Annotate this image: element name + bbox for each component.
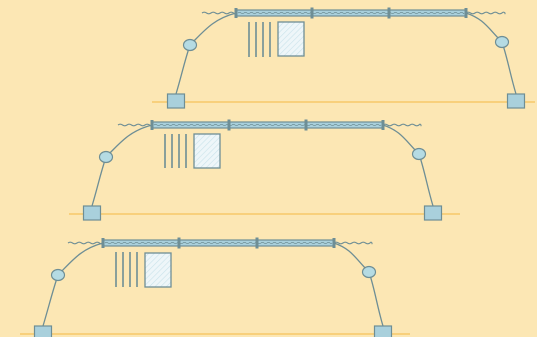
mooring-cable-left [42, 242, 104, 327]
float-buoy-right [411, 147, 427, 161]
water-surface-wave-right [333, 241, 373, 245]
anchor-block-left [33, 325, 53, 337]
float-buoy-left [98, 150, 114, 164]
tube-end-cap [150, 120, 154, 130]
stage-1 [152, 7, 535, 109]
mooring-cable-right [382, 124, 434, 207]
float-buoy-left [182, 38, 198, 52]
tube-end-cap [381, 120, 385, 130]
tube-joint [304, 119, 308, 131]
screen-panel [193, 133, 221, 169]
anchor-block-right [423, 205, 443, 221]
screen-panel [144, 252, 172, 288]
water-surface-wave-right [382, 123, 422, 127]
water-surface-wave-left [67, 241, 104, 245]
water-surface-wave-left [201, 11, 237, 15]
anchor-block-left [166, 93, 186, 109]
tube-joint [310, 7, 314, 19]
stage-3 [20, 237, 410, 337]
tube-joint [227, 119, 231, 131]
water-surface-wave-left [117, 123, 153, 127]
anchor-block-left [82, 205, 102, 221]
mooring-cable-left [91, 124, 153, 207]
anchor-block-right [373, 325, 393, 337]
tube-texture [237, 12, 465, 14]
tube-joint [255, 237, 259, 249]
float-buoy-left [50, 268, 66, 282]
water-surface-wave-right [465, 11, 506, 15]
tube-joint [177, 237, 181, 249]
float-buoy-right [361, 265, 377, 279]
anchor-block-right [506, 93, 526, 109]
mooring-cable-right [333, 242, 384, 327]
mooring-cable-left [175, 12, 237, 95]
tube-texture [153, 124, 382, 126]
mooring-cable-right [465, 12, 517, 95]
tube-end-cap [234, 8, 238, 18]
screen-panel [277, 21, 305, 57]
tube-texture [104, 242, 333, 244]
tube-end-cap [464, 8, 468, 18]
tube-end-cap [101, 238, 105, 248]
stage-2 [69, 119, 460, 221]
tube-end-cap [332, 238, 336, 248]
tube-joint [387, 7, 391, 19]
float-buoy-right [494, 35, 510, 49]
